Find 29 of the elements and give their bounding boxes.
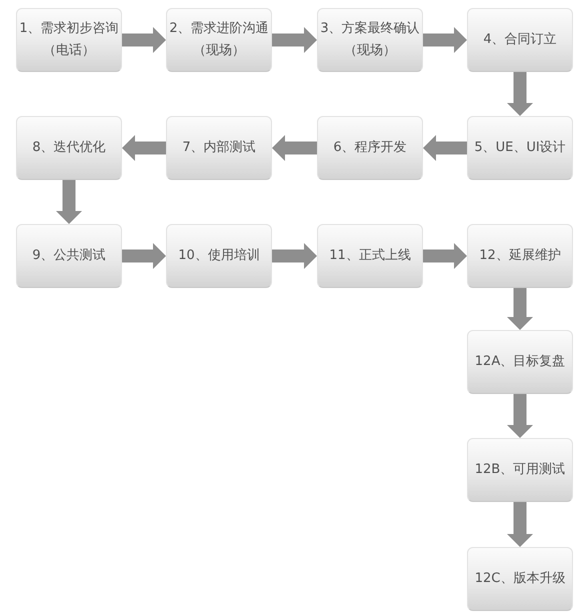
process-box: 3、方案最终确认（现场） xyxy=(317,8,423,72)
process-box: 5、UE、UI设计 xyxy=(467,116,573,180)
process-box: 11、正式上线 xyxy=(317,224,423,288)
arrow xyxy=(423,135,467,161)
process-box: 7、内部测试 xyxy=(166,116,272,180)
process-box: 4、合同订立 xyxy=(467,8,573,72)
arrow xyxy=(272,135,317,161)
process-box: 6、程序开发 xyxy=(317,116,423,180)
arrow xyxy=(423,243,467,269)
arrow xyxy=(122,135,166,161)
arrow xyxy=(507,72,533,116)
process-box: 12、延展维护 xyxy=(467,224,573,288)
arrow xyxy=(507,288,533,330)
arrow xyxy=(507,394,533,438)
arrow xyxy=(56,180,82,224)
arrow xyxy=(272,27,317,53)
process-box: 10、使用培训 xyxy=(166,224,272,288)
arrow xyxy=(122,243,166,269)
arrow xyxy=(272,243,317,269)
process-box: 9、公共测试 xyxy=(16,224,122,288)
process-box: 2、需求进阶沟通（现场） xyxy=(166,8,272,72)
process-box: 12C、版本升级 xyxy=(467,547,573,611)
arrow xyxy=(507,502,533,547)
arrow xyxy=(423,27,467,53)
process-box: 12B、可用测试 xyxy=(467,438,573,502)
process-box: 1、需求初步咨询（电话） xyxy=(16,8,122,72)
process-box: 8、迭代优化 xyxy=(16,116,122,180)
arrow xyxy=(122,27,166,53)
process-box: 12A、目标复盘 xyxy=(467,330,573,394)
